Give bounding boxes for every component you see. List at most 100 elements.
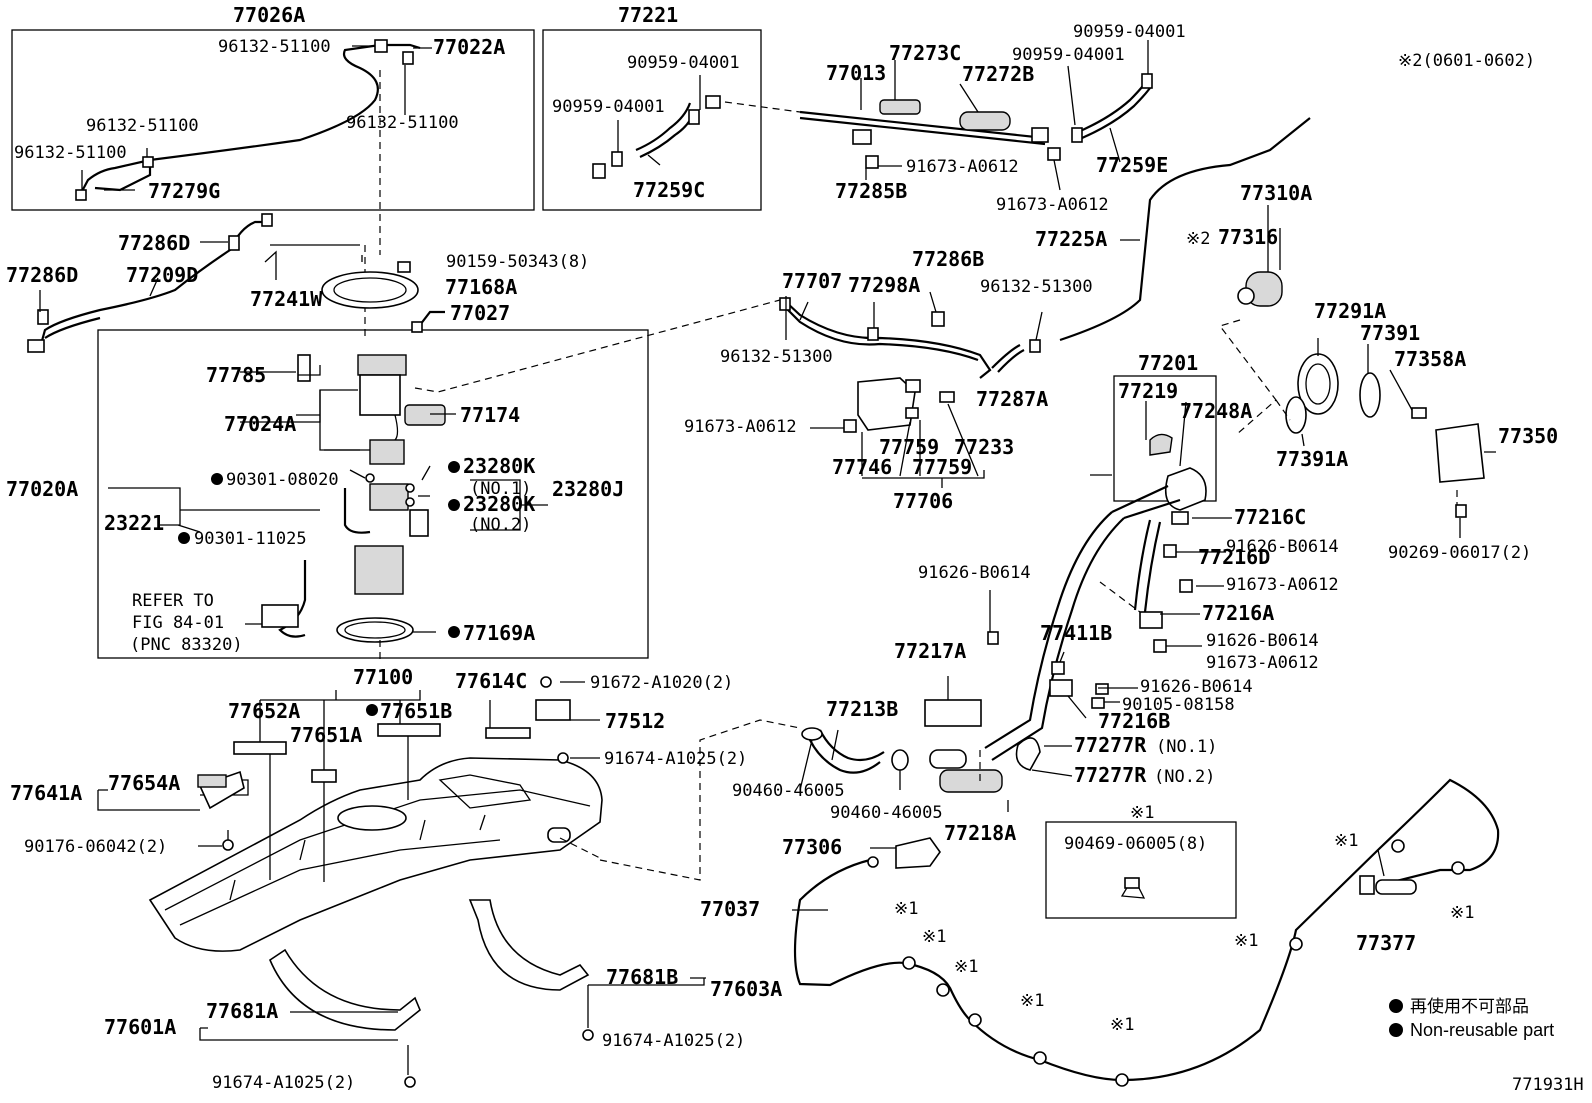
nonreusable-dot bbox=[448, 461, 460, 473]
label-77651B: 77651B bbox=[380, 699, 452, 723]
connector-icon bbox=[705, 95, 721, 109]
pump-motor bbox=[369, 439, 405, 465]
label-no2: (NO.2) bbox=[1154, 767, 1215, 787]
label-77013: 77013 bbox=[826, 61, 886, 85]
label-90159-50343: 90159-50343(8) bbox=[446, 252, 589, 272]
connector-icon bbox=[905, 379, 921, 393]
label-90959-04001: 90959-04001 bbox=[1012, 45, 1125, 65]
pump-top-cover bbox=[357, 354, 407, 376]
pad-77652A bbox=[233, 741, 287, 755]
cable-marker-note1: ※1 bbox=[1234, 931, 1258, 951]
clamp-icon bbox=[867, 327, 879, 341]
tether-ring-77316 bbox=[1237, 287, 1255, 305]
cable-clip-marker bbox=[1451, 861, 1465, 875]
label-77391: 77391 bbox=[1360, 321, 1420, 345]
bracket-icon bbox=[1171, 511, 1189, 525]
label-77411B: 77411B bbox=[1040, 621, 1112, 645]
hose-clamp-90460 bbox=[801, 727, 823, 741]
label-90301-08020: 90301-08020 bbox=[226, 470, 339, 490]
vent-hose-77259C bbox=[592, 95, 721, 179]
label-77273C: 77273C bbox=[889, 41, 961, 65]
label-77216D: 77216D bbox=[1198, 545, 1270, 569]
label-91673-A0612: 91673-A0612 bbox=[906, 157, 1019, 177]
connector-icon bbox=[939, 391, 955, 403]
figure-code: 771931H bbox=[1512, 1075, 1584, 1095]
clamp-icon bbox=[1029, 339, 1041, 353]
clamp-icon bbox=[1071, 127, 1083, 143]
label-96132-51300: 96132-51300 bbox=[720, 347, 833, 367]
label-77213B: 77213B bbox=[826, 697, 898, 721]
tank-pads bbox=[233, 676, 571, 783]
label-77174: 77174 bbox=[460, 403, 520, 427]
fuel-sender-gauge bbox=[261, 604, 299, 628]
label-77277R: 77277R bbox=[1074, 763, 1147, 787]
pump-body bbox=[359, 374, 401, 416]
label-77512: 77512 bbox=[605, 709, 665, 733]
label-77759: 77759 bbox=[912, 455, 972, 479]
filler-pipe bbox=[984, 117, 1311, 771]
label-96132-51100: 96132-51100 bbox=[346, 113, 459, 133]
label-77217A: 77217A bbox=[894, 639, 966, 663]
label-96132-51100: 96132-51100 bbox=[86, 116, 199, 136]
clamp-77277R bbox=[1015, 737, 1041, 771]
bolt-icon bbox=[843, 419, 857, 433]
label-91626-B0614: 91626-B0614 bbox=[1206, 631, 1319, 651]
label-77216C: 77216C bbox=[1234, 505, 1306, 529]
screw-icon bbox=[1455, 504, 1467, 518]
label-77641A: 77641A bbox=[10, 781, 82, 805]
label-77225A: 77225A bbox=[1035, 227, 1107, 251]
vent-tube-77013 bbox=[724, 73, 1153, 169]
tank-opening bbox=[337, 805, 407, 831]
label-90469-06005: 90469-06005(8) bbox=[1064, 834, 1207, 854]
bracket-icon bbox=[1163, 544, 1177, 558]
gasket-77391 bbox=[1359, 372, 1381, 418]
label-77350: 77350 bbox=[1498, 424, 1558, 448]
label-77681A: 77681A bbox=[206, 999, 278, 1023]
tube-77209D bbox=[27, 213, 273, 353]
fuel-cap-and-door bbox=[1237, 271, 1485, 518]
bolt-icon bbox=[1091, 697, 1105, 709]
label-77277R: 77277R bbox=[1074, 733, 1147, 757]
legend-japanese: 再使用不可部品 bbox=[1410, 996, 1529, 1017]
label-77746: 77746 bbox=[832, 455, 892, 479]
nonreusable-dot bbox=[211, 473, 223, 485]
label-90959-04001: 90959-04001 bbox=[627, 53, 740, 73]
sub-tank bbox=[354, 545, 404, 595]
note-2-range: ※2(0601-0602) bbox=[1398, 51, 1535, 71]
regulator-77174 bbox=[404, 404, 446, 426]
cable-marker-note1: ※1 bbox=[1020, 991, 1044, 1011]
label-77707: 77707 bbox=[782, 269, 842, 293]
label-77272B: 77272B bbox=[962, 62, 1034, 86]
label-90105-08158: 90105-08158 bbox=[1122, 695, 1235, 715]
label-23280J: 23280J bbox=[552, 477, 624, 501]
clamp-icon bbox=[261, 213, 273, 227]
label-77027: 77027 bbox=[450, 301, 510, 325]
cable-clip-marker bbox=[1033, 1051, 1047, 1065]
screw-icon bbox=[397, 261, 411, 273]
clamp-icon bbox=[611, 151, 623, 167]
label-91673-A0612: 91673-A0612 bbox=[996, 195, 1109, 215]
bracket-77217A bbox=[924, 699, 982, 727]
label-91673-A0612: 91673-A0612 bbox=[1206, 653, 1319, 673]
sensor-77785 bbox=[297, 354, 311, 382]
label-77706: 77706 bbox=[893, 489, 953, 513]
clamp-icon bbox=[1141, 73, 1153, 89]
label-77298A: 77298A bbox=[848, 273, 920, 297]
connector-77377 bbox=[1359, 875, 1375, 895]
cable-marker-note1: ※1 bbox=[954, 957, 978, 977]
label-77037: 77037 bbox=[700, 897, 760, 921]
group-box-note1 bbox=[1045, 821, 1237, 919]
nonreusable-dot bbox=[448, 626, 460, 638]
cable-marker-note1: ※1 bbox=[894, 899, 918, 919]
tank-strap-77681A bbox=[269, 948, 421, 1088]
clip-90469 bbox=[1124, 877, 1140, 889]
label-90176-06042: 90176-06042(2) bbox=[24, 837, 167, 857]
hose-77218A bbox=[939, 769, 1003, 793]
clip-icon bbox=[931, 311, 945, 327]
label-91673-A0612: 91673-A0612 bbox=[684, 417, 797, 437]
group-box-77020A bbox=[97, 329, 649, 659]
label-77310A: 77310A bbox=[1240, 181, 1312, 205]
breather-77219 bbox=[1149, 433, 1173, 456]
bolt-icon bbox=[987, 631, 999, 645]
cap-77272B-icon bbox=[959, 111, 1011, 131]
